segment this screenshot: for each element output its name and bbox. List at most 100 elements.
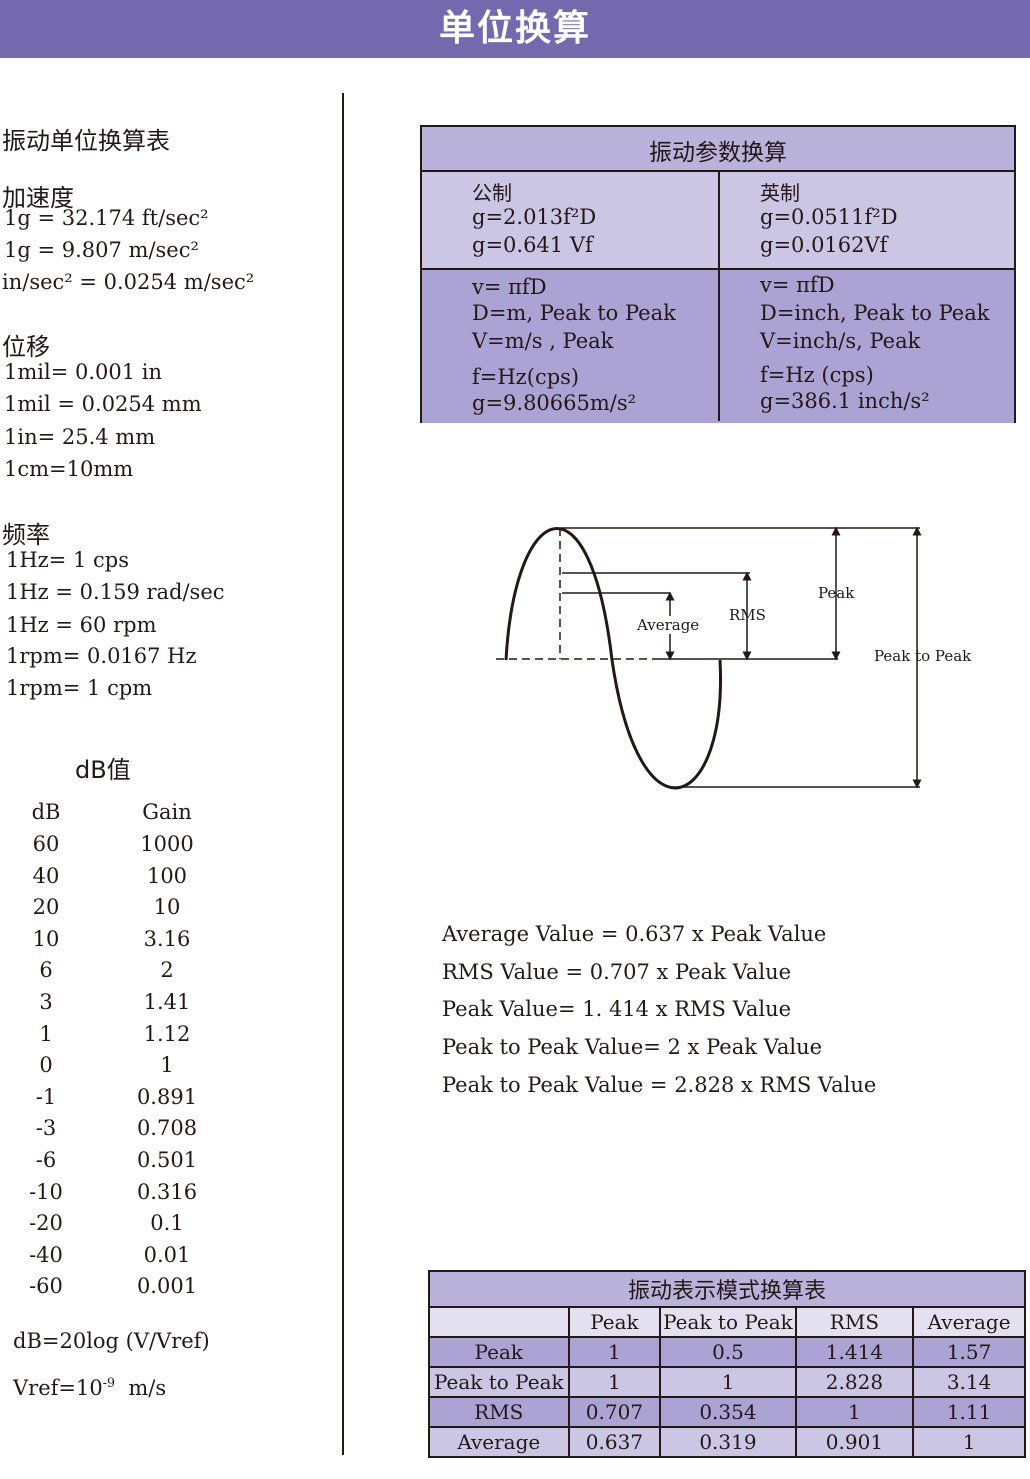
db-value: 6 (39, 958, 53, 983)
average-label: Average (637, 616, 700, 634)
db-value: 20 (32, 895, 60, 920)
formula-line: Peak Value= 1. 414 x RMS Value (442, 997, 792, 1021)
column-divider (342, 93, 344, 1455)
formula-line: RMS Value = 0.707 x Peak Value (442, 960, 792, 984)
peak-label: Peak (818, 584, 855, 602)
imperial-label: 英制 (760, 181, 800, 205)
mode-table-title: 振动表示模式换算表 (428, 1270, 1026, 1308)
imperial-formula: V=inch/s, Peak (760, 329, 921, 353)
formula-line: Average Value = 0.637 x Peak Value (442, 922, 827, 946)
p2p-label: Peak to Peak (874, 647, 972, 665)
table-cell: 1 (659, 1366, 797, 1398)
db-value: -3 (35, 1116, 57, 1141)
vref-formula: Vref=10-9 m/s (13, 1375, 166, 1400)
freq-line: 1rpm= 1 cpm (6, 676, 153, 700)
imperial-formula: g=0.0511f²D (760, 205, 898, 229)
db-col-header: dB (31, 800, 61, 824)
table-cell: 3.14 (912, 1366, 1026, 1398)
metric-formula: V=m/s , Peak (472, 329, 614, 353)
imperial-formula: f=Hz (cps) (760, 363, 874, 387)
sine-curve (504, 527, 723, 790)
db-value: 40 (32, 863, 60, 888)
metric-formula: g=9.80665m/s² (472, 391, 637, 415)
gain-value: 0.891 (136, 1084, 198, 1109)
freq-line: 1Hz = 60 rpm (6, 613, 157, 637)
imperial-formula: g=386.1 inch/s² (760, 389, 930, 413)
gain-value: 0.708 (136, 1116, 198, 1141)
table-cell: 1 (912, 1426, 1026, 1458)
freq-line: 1rpm= 0.0167 Hz (6, 644, 197, 668)
vref-exponent: -9 (102, 1375, 116, 1390)
gain-value: 1000 (140, 832, 194, 856)
db-formula: dB=20log (V/Vref) (13, 1329, 210, 1353)
db-value: -60 (29, 1274, 63, 1299)
mode-table-header-cell: Peak to Peak (659, 1306, 797, 1338)
imperial-formula: D=inch, Peak to Peak (760, 301, 990, 325)
table-cell: 1.57 (912, 1336, 1026, 1368)
accel-line: in/sec² = 0.0254 m/sec² (2, 270, 255, 294)
gain-value: 10 (153, 895, 181, 920)
metric-formula: v= πfD (472, 275, 547, 299)
rms-label: RMS (729, 606, 766, 624)
vibration-table-header: 振动参数换算 (422, 127, 1014, 172)
row-header-cell: Peak to Peak (428, 1366, 570, 1398)
gain-value: 100 (146, 863, 188, 888)
gain-value: 1.12 (143, 1021, 191, 1046)
left-heading: 振动单位换算表 (2, 127, 170, 155)
gain-col-header: Gain (142, 800, 192, 824)
metric-formula: g=2.013f²D (472, 205, 597, 229)
db-value: -1 (35, 1084, 57, 1109)
freq-line: 1Hz = 0.159 rad/sec (6, 580, 225, 604)
gain-value: 0.01 (143, 1242, 191, 1267)
gain-value: 1.41 (143, 990, 191, 1014)
mode-table-header-cell (428, 1306, 570, 1338)
table-cell: 1.11 (912, 1396, 1026, 1428)
vibration-table-divider (718, 170, 720, 421)
vibration-table-title: 振动参数换算 (649, 140, 787, 166)
metric-formula: D=m, Peak to Peak (472, 301, 676, 325)
table-cell: 0.637 (567, 1426, 662, 1458)
gain-value: 0.1 (150, 1211, 184, 1236)
disp-line: 1cm=10mm (4, 457, 134, 481)
imperial-formula: v= πfD (760, 273, 835, 297)
db-value: 3 (39, 990, 53, 1014)
accel-line: 1g = 9.807 m/sec² (4, 238, 199, 262)
db-value: -6 (35, 1148, 57, 1172)
gain-value: 1 (160, 1053, 174, 1078)
table-cell: 1 (794, 1396, 915, 1428)
row-header-cell: Average (428, 1426, 570, 1458)
imperial-formula: g=0.0162Vf (760, 233, 888, 257)
freq-title: 频率 (2, 521, 50, 549)
db-value: 10 (32, 926, 60, 951)
row-header-cell: Peak (428, 1336, 570, 1368)
vref-unit: m/s (128, 1376, 167, 1400)
db-title: dB值 (75, 756, 131, 784)
disp-line: 1in= 25.4 mm (4, 425, 156, 449)
table-cell: 2.828 (794, 1366, 915, 1398)
metric-formula: g=0.641 Vf (472, 233, 593, 257)
db-value: -20 (29, 1211, 63, 1236)
accel-title: 加速度 (2, 184, 74, 212)
table-cell: 0.901 (794, 1426, 915, 1458)
mode-table-header-cell: RMS (794, 1306, 915, 1338)
db-value: -40 (29, 1242, 63, 1267)
table-cell: 1 (567, 1366, 662, 1398)
accel-line: 1g = 32.174 ft/sec² (4, 206, 209, 230)
sine-wave-diagram (496, 526, 922, 790)
table-cell: 1 (567, 1336, 662, 1368)
gain-value: 2 (160, 958, 174, 983)
gain-value: 0.501 (136, 1148, 198, 1172)
table-cell: 0.354 (659, 1396, 797, 1428)
db-value: -10 (29, 1179, 63, 1204)
metric-label: 公制 (472, 181, 512, 205)
formula-line: Peak to Peak Value= 2 x Peak Value (442, 1035, 823, 1059)
freq-line: 1Hz= 1 cps (6, 548, 130, 572)
disp-line: 1mil = 0.0254 mm (4, 392, 202, 416)
db-value: 60 (32, 832, 60, 856)
